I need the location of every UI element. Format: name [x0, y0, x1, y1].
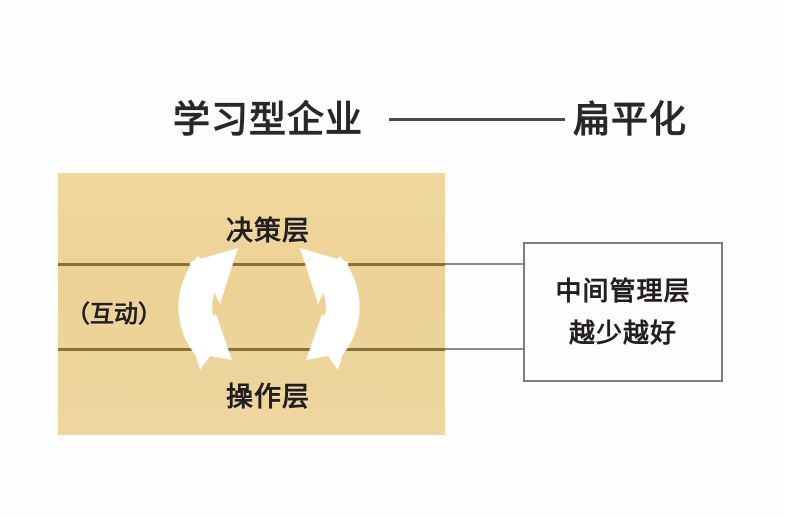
middle-management-box: 中间管理层 越少越好 [523, 242, 723, 382]
panel-divider-top [58, 263, 445, 266]
connector-line-top [445, 263, 525, 265]
operation-layer-label: 操作层 [226, 382, 310, 412]
title-connector-dash [389, 118, 565, 121]
middle-management-text: 中间管理层 越少越好 [525, 270, 721, 354]
page-title-right: 扁平化 [573, 99, 687, 140]
middle-management-line-1: 中间管理层 [555, 276, 691, 306]
decision-layer-label: 决策层 [226, 216, 310, 246]
title-row: 学习型企业 扁平化 [0, 92, 785, 148]
learning-org-panel: 决策层 （互动） 操作层 [58, 173, 445, 435]
panel-divider-bottom [58, 348, 445, 351]
connector-line-bottom [445, 348, 525, 350]
page-title-left: 学习型企业 [173, 99, 363, 140]
interaction-label: （互动） [66, 301, 162, 328]
middle-management-line-2: 越少越好 [568, 318, 677, 348]
